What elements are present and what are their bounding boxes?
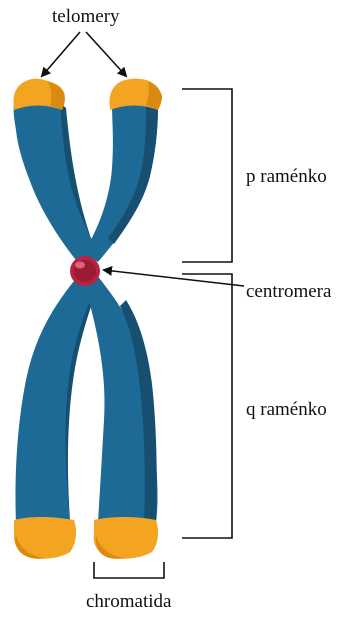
left-chromatid-upper-arm [14,100,100,271]
telomeres-label: telomery [52,7,120,26]
p-arm-label: p raménko [246,167,327,186]
right-chromatid [84,100,158,523]
centromere-highlight [75,262,85,269]
centromere-pointer [104,270,244,286]
q-arm-bracket-line [182,274,232,538]
chromatid-bracket-line [94,562,164,578]
telomere-arrows [42,32,126,76]
chromatid-label: chromatida [86,592,171,611]
p-arm-bracket [182,89,232,262]
left-chromatid-lower-arm [15,274,98,524]
q-arm-bracket [182,274,232,538]
centromere-pointer-line [104,270,244,286]
telomere-arrow-left [42,32,80,76]
telomere-arrow-right [86,32,126,76]
centromere-label: centromera [246,282,331,301]
q-arm-label: q raménko [246,400,327,419]
left-chromatid [14,99,100,524]
chromatid-bracket [94,562,164,578]
p-arm-bracket-line [182,89,232,262]
centromere [70,256,100,286]
